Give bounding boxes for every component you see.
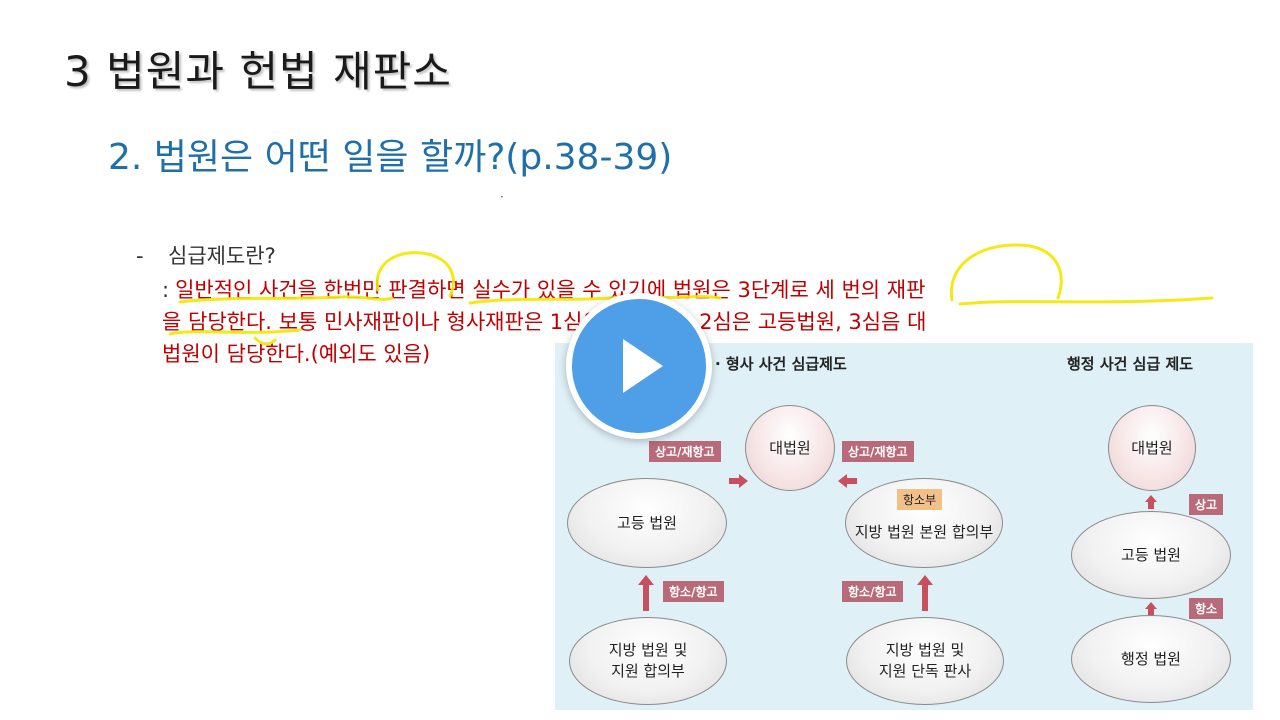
supreme-court-left-label: 대법원 bbox=[769, 438, 811, 457]
arrow-up-right-upper bbox=[1145, 495, 1157, 509]
stray-dot: · bbox=[500, 190, 504, 204]
description-colon: : bbox=[162, 278, 170, 302]
description-line-1: :일반적인 사건을 한번만 판결하면 실수가 있을 수 있기에 법원은 3단계로… bbox=[162, 274, 1222, 306]
bullet-dash: - bbox=[136, 244, 144, 268]
district-court-panel: 지방 법원 및 지원 합의부 bbox=[569, 617, 727, 705]
district-court-main-panel-label: 지방 법원 본원 합의부 bbox=[854, 522, 994, 541]
arrow-left-to-supreme bbox=[838, 474, 857, 488]
slide-subtitle: 2. 법원은 어떤 일을 할까?(p.38-39) bbox=[108, 137, 673, 178]
district-court-panel-line-1: 지방 법원 및 bbox=[608, 641, 688, 659]
tag-appeal-left-bottom: 항소/항고 bbox=[663, 581, 724, 602]
supreme-court-right-label: 대법원 bbox=[1131, 438, 1173, 457]
right-diagram-title: 행정 사건 심급 제도 bbox=[1067, 355, 1194, 373]
arrow-right-to-supreme bbox=[729, 474, 748, 488]
supreme-court-left: 대법원 bbox=[745, 405, 835, 491]
high-court-right: 고등 법원 bbox=[1071, 511, 1231, 599]
tag-appeal-left-top: 상고/재항고 bbox=[649, 441, 721, 462]
tag-appeal-mid-bottom: 항소/항고 bbox=[842, 581, 903, 602]
bullet-text: 심급제도란? bbox=[168, 244, 276, 268]
video-play-button[interactable] bbox=[566, 293, 712, 439]
tag-appeal-division: 항소부 bbox=[897, 489, 943, 510]
tag-right-upper: 상고 bbox=[1189, 494, 1224, 515]
tag-right-lower: 항소 bbox=[1189, 598, 1224, 619]
supreme-court-right: 대법원 bbox=[1108, 405, 1196, 491]
district-court-single-line-2: 지원 단독 판사 bbox=[878, 662, 972, 680]
district-court-single-judge: 지방 법원 및 지원 단독 판사 bbox=[846, 617, 1004, 705]
high-court-left: 고등 법원 bbox=[567, 478, 727, 568]
description-line-1-text: 일반적인 사건을 한번만 판결하면 실수가 있을 수 있기에 법원은 3단계로 … bbox=[175, 278, 926, 302]
high-court-left-label: 고등 법원 bbox=[617, 513, 677, 532]
arrow-up-left bbox=[638, 575, 654, 611]
district-court-single-line-1: 지방 법원 및 bbox=[885, 641, 965, 659]
bullet-heading: -심급제도란? bbox=[136, 240, 276, 270]
slide-title: 3 법원과 헌법 재판소 bbox=[64, 47, 452, 96]
play-icon bbox=[623, 339, 663, 393]
tag-appeal-mid-top: 상고/재항고 bbox=[842, 441, 914, 462]
high-court-right-label: 고등 법원 bbox=[1121, 545, 1181, 564]
left-diagram-title: · 형사 사건 심급제도 bbox=[715, 355, 847, 373]
administrative-court-label: 행정 법원 bbox=[1121, 649, 1181, 668]
arrow-up-mid bbox=[917, 575, 933, 611]
description-line-3: 법원이 담당한다.(예외도 있음) bbox=[162, 342, 431, 366]
administrative-court: 행정 법원 bbox=[1071, 615, 1231, 703]
district-court-panel-line-2: 지원 합의부 bbox=[611, 662, 685, 680]
arrow-up-right-lower bbox=[1145, 602, 1157, 616]
